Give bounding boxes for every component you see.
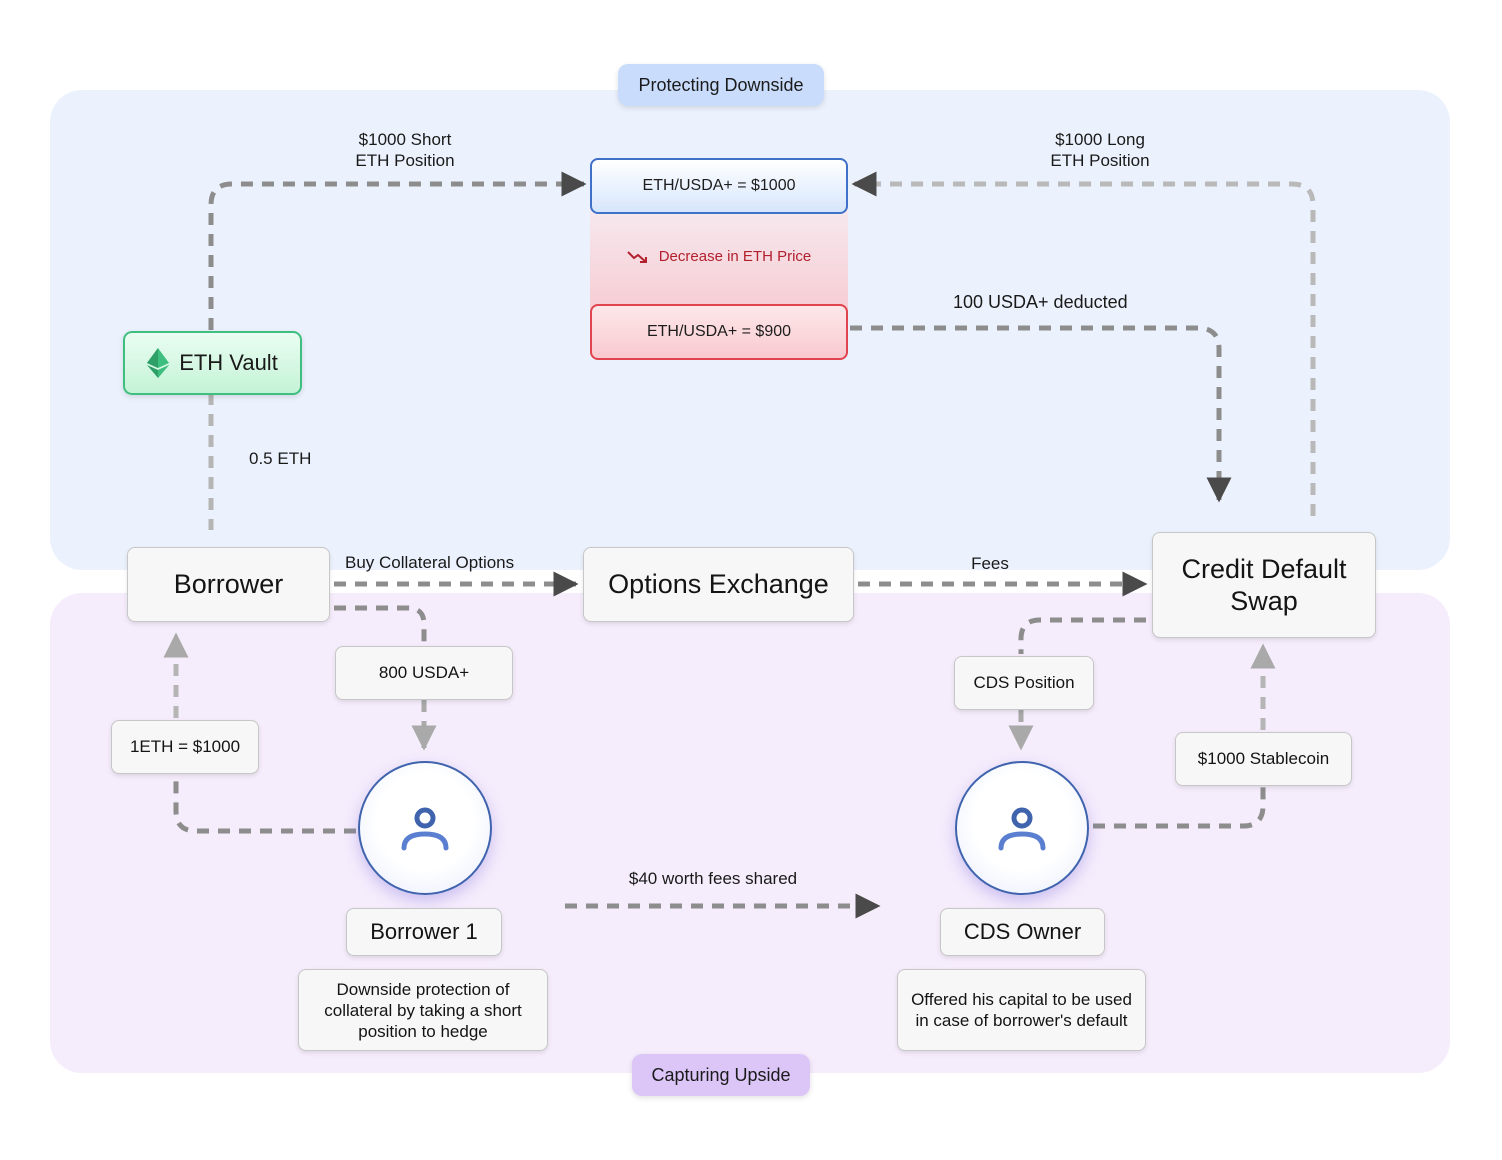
user-icon [401, 807, 449, 851]
cds-owner-name: CDS Owner [940, 908, 1105, 956]
borrower1-description: Downside protection of collateral by tak… [298, 969, 548, 1051]
options-exchange-node[interactable]: Options Exchange [583, 547, 854, 622]
user-icon [998, 807, 1046, 851]
buy-options-label: Buy Collateral Options [345, 553, 515, 572]
eth-price-stack: ETH/USDA+ = $1000 Decrease in ETH Price … [590, 158, 848, 360]
cds-owner-description: Offered his capital to be used in case o… [897, 969, 1146, 1051]
credit-default-swap-node[interactable]: Credit Default Swap [1152, 532, 1376, 638]
deducted-arrow [850, 325, 1232, 503]
decrease-label: Decrease in ETH Price [590, 248, 848, 265]
eth-amount-label: 0.5 ETH [249, 449, 312, 468]
ethereum-icon [147, 348, 170, 378]
cds-label-line1: Credit Default [1181, 554, 1347, 584]
long-label-line1: $1000 Long [1055, 130, 1145, 149]
fees-shared-label: $40 worth fees shared [628, 869, 798, 888]
short-label-line1: $1000 Short [358, 130, 452, 149]
eth-vault-label: ETH Vault [179, 350, 278, 375]
borrower-800-line [334, 605, 427, 644]
eth-1000-box: 1ETH = $1000 [111, 720, 259, 774]
cds-position-box: CDS Position [954, 656, 1094, 710]
borrower1-eth-line [173, 774, 356, 834]
usda-800-box: 800 USDA+ [335, 646, 513, 700]
trend-down-icon [627, 250, 647, 263]
borrower1-avatar[interactable] [358, 761, 492, 895]
cds-position-line [1018, 617, 1146, 654]
price-high-box: ETH/USDA+ = $1000 [590, 158, 848, 214]
short-label-line2: ETH Position [355, 151, 455, 170]
cds-owner-avatar[interactable] [955, 761, 1089, 895]
short-position-label: $1000 Short ETH Position [330, 129, 480, 171]
fees-label: Fees [971, 554, 1009, 573]
protecting-downside-title: Protecting Downside [618, 64, 824, 106]
price-low-box: ETH/USDA+ = $900 [590, 304, 848, 360]
long-position-label: $1000 Long ETH Position [1025, 129, 1175, 171]
eth-vault-node[interactable]: ETH Vault [123, 331, 302, 395]
long-position-arrow [851, 171, 1316, 516]
cds-label-line2: Swap [1230, 586, 1298, 616]
borrower1-name: Borrower 1 [346, 908, 502, 956]
long-label-line2: ETH Position [1050, 151, 1150, 170]
capturing-upside-title: Capturing Upside [632, 1054, 810, 1096]
borrower-node[interactable]: Borrower [127, 547, 330, 622]
short-position-arrow [208, 171, 587, 330]
deducted-label: 100 USDA+ deducted [953, 292, 1128, 312]
decrease-text: Decrease in ETH Price [658, 248, 812, 265]
owner-stable-line [1093, 787, 1266, 829]
stablecoin-box: $1000 Stablecoin [1175, 732, 1352, 786]
